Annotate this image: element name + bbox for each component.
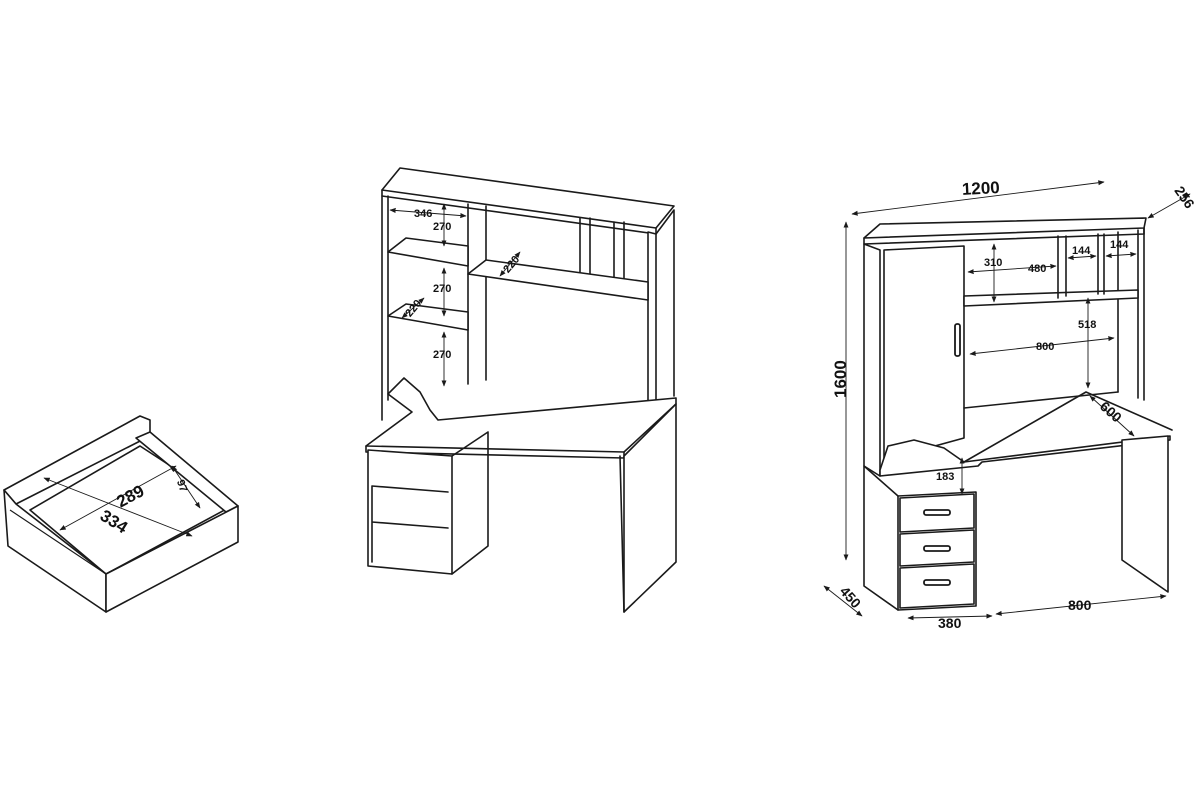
drawer-front-face (105, 505, 239, 613)
dim-label-97: 97 (174, 478, 189, 494)
dim-label-270-mid: 270 (433, 283, 451, 295)
dim-label-270-bottom: 270 (433, 349, 451, 361)
drawer-handle-2[interactable] (923, 545, 951, 552)
drawer-handle-1[interactable] (923, 509, 951, 516)
dim-label-144-right: 144 (1110, 239, 1129, 251)
dim-label-450: 450 (837, 583, 865, 611)
dim-label-800-shelf: 800 (1036, 341, 1054, 353)
dim-label-346: 346 (414, 208, 432, 220)
dim-label-800-legs: 800 (1068, 597, 1092, 613)
desk-top-2 (879, 435, 1171, 477)
desk-top (365, 377, 677, 453)
dim-label-380: 380 (938, 615, 962, 631)
desk-view-shelves: 346 270 270 270 220 220 (365, 167, 677, 613)
pedestal-2 (863, 465, 977, 611)
dim-label-518: 518 (1078, 319, 1096, 331)
dim-label-270-top: 270 (433, 221, 451, 233)
desk-right-leg (623, 403, 677, 613)
dim-label-1600: 1600 (831, 360, 850, 398)
hutch-top-2 (863, 217, 1147, 239)
drawer-illustration: 289 334 97 (3, 415, 239, 613)
left-shelf-2 (387, 303, 469, 331)
hutch-top (381, 167, 675, 229)
drawer-handle-3[interactable] (923, 579, 951, 586)
hutch-right-side (647, 231, 657, 421)
dim-label-256: 256 (1171, 183, 1198, 211)
dim-line-97 (171, 465, 201, 509)
pedestal-front (367, 449, 453, 575)
hutch-door (883, 245, 965, 461)
dim-label-310: 310 (984, 257, 1002, 269)
desk-right-leg-2 (1121, 435, 1169, 593)
dim-label-144-left: 144 (1072, 245, 1091, 257)
dim-label-1200: 1200 (961, 178, 1000, 199)
center-shelf (467, 259, 649, 301)
dim-line-334 (59, 465, 177, 531)
left-shelf-1 (387, 237, 469, 267)
desk-view-dimensions: 1200 256 1600 310 480 144 144 518 800 60… (823, 178, 1198, 631)
hutch-left-side-2 (863, 243, 881, 477)
dim-label-183: 183 (936, 471, 954, 483)
door-handle[interactable] (954, 323, 961, 357)
dim-label-480: 480 (1028, 263, 1046, 275)
hutch-shelf-2 (963, 289, 1139, 307)
dim-label-600: 600 (1097, 398, 1125, 426)
